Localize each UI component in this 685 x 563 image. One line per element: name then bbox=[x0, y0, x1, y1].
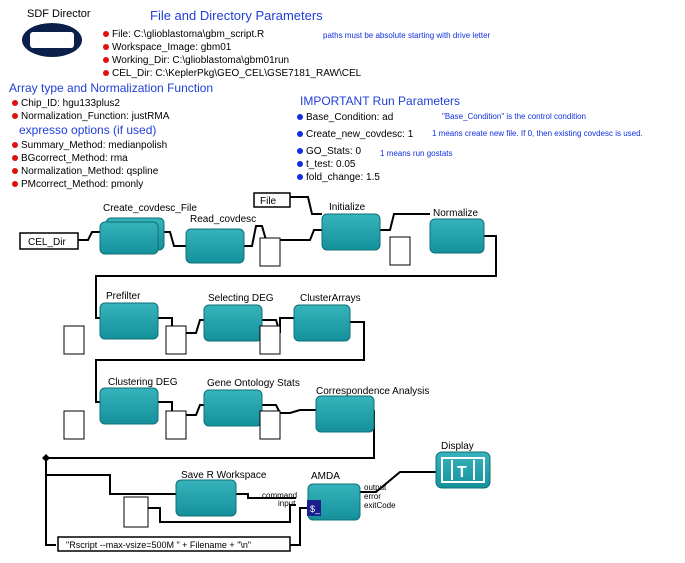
shell-icon bbox=[307, 500, 321, 516]
actor-label: Save R Workspace bbox=[181, 470, 267, 481]
port-input: input bbox=[278, 499, 296, 508]
param-port-box[interactable] bbox=[259, 410, 281, 440]
param-port-box[interactable] bbox=[259, 325, 281, 355]
param-bullet bbox=[297, 174, 303, 180]
param-pmcorrect-method[interactable]: PMcorrect_Method: pmonly bbox=[21, 179, 143, 190]
actor-normalize[interactable]: Normalize bbox=[429, 208, 485, 254]
file-params-title: File and Directory Parameters bbox=[150, 8, 323, 23]
expression-rscript[interactable]: "Rscript --max-vsize=500M " + Filename +… bbox=[57, 536, 291, 552]
actor-label: Clustering DEG bbox=[108, 377, 178, 388]
const-file[interactable]: File bbox=[253, 192, 291, 208]
param-port-box[interactable] bbox=[63, 410, 85, 440]
const-label: File bbox=[260, 196, 277, 207]
actor-read-covdesc[interactable]: Read_covdesc bbox=[185, 214, 256, 264]
actor-label: Prefilter bbox=[106, 291, 141, 302]
svg-text:$_: $_ bbox=[310, 504, 321, 514]
param-bullet bbox=[12, 113, 18, 119]
param-port-box[interactable] bbox=[165, 325, 187, 355]
actor-clustering-deg[interactable]: Clustering DEG bbox=[99, 377, 178, 425]
array-params-list: Chip_ID: hgu133plus2 Normalization_Funct… bbox=[12, 98, 170, 190]
actor-label: Selecting DEG bbox=[208, 293, 274, 304]
param-norm-function[interactable]: Normalization_Function: justRMA bbox=[21, 111, 170, 122]
actor-label: Gene Ontology Stats bbox=[207, 378, 300, 389]
param-bullet bbox=[297, 114, 303, 120]
connections bbox=[45, 196, 497, 546]
actor-label: Create_covdesc_File bbox=[103, 203, 197, 214]
note-base-condition: "Base_Condition" is the control conditio… bbox=[442, 112, 586, 121]
actor-label: Initialize bbox=[329, 202, 366, 213]
port-command: command bbox=[262, 491, 297, 500]
actor-gene-ontology[interactable]: Gene Ontology Stats bbox=[203, 378, 300, 427]
param-bgcorrect-method[interactable]: BGcorrect_Method: rma bbox=[21, 153, 128, 164]
param-file[interactable]: File: C:\glioblastoma\gbm_script.R bbox=[112, 29, 264, 40]
param-fold-change[interactable]: fold_change: 1.5 bbox=[306, 172, 380, 183]
note-covdesc: 1 means create new file. If 0, then exis… bbox=[432, 129, 643, 138]
param-bullet bbox=[12, 142, 18, 148]
actor-create-covdesc[interactable]: Create_covdesc_File bbox=[99, 203, 197, 255]
port-output: output bbox=[364, 483, 387, 492]
param-bullet bbox=[12, 100, 18, 106]
param-normalization-method[interactable]: Normalization_Method: qspline bbox=[21, 166, 159, 177]
actor-label: Read_covdesc bbox=[190, 214, 256, 225]
actor-label: Normalize bbox=[433, 208, 478, 219]
actor-label: ClusterArrays bbox=[300, 293, 361, 304]
director-label: SDF Director bbox=[27, 8, 91, 20]
note-gostats: 1 means run gostats bbox=[380, 149, 452, 158]
actor-initialize[interactable]: Initialize bbox=[321, 202, 381, 251]
param-working-dir[interactable]: Working_Dir: C:\glioblastoma\gbm01run bbox=[112, 55, 289, 66]
actor-label: Correspondence Analysis bbox=[316, 386, 429, 397]
param-port-box[interactable] bbox=[63, 325, 85, 355]
param-bullet bbox=[297, 131, 303, 137]
param-port-box[interactable] bbox=[165, 410, 187, 440]
actor-amda[interactable]: $_ AMDA command input output error exitC… bbox=[262, 471, 396, 521]
param-bullet bbox=[297, 148, 303, 154]
expression-text: "Rscript --max-vsize=500M " + Filename +… bbox=[66, 540, 251, 550]
display-icon: T bbox=[457, 464, 467, 481]
actor-prefilter[interactable]: Prefilter bbox=[99, 291, 159, 340]
port-error: error bbox=[364, 492, 381, 501]
note-paths: paths must be absolute starting with dri… bbox=[323, 31, 491, 40]
param-bullet bbox=[103, 70, 109, 76]
sdf-director[interactable]: SDF Director bbox=[22, 8, 91, 57]
param-go-stats[interactable]: GO_Stats: 0 bbox=[306, 146, 361, 157]
param-workspace-image[interactable]: Workspace_Image: gbm01 bbox=[112, 42, 232, 53]
param-port-box[interactable] bbox=[123, 496, 149, 528]
file-params-list: File: C:\glioblastoma\gbm_script.R Works… bbox=[103, 29, 362, 79]
param-bullet bbox=[103, 31, 109, 37]
param-port-box[interactable] bbox=[259, 237, 281, 267]
param-t-test[interactable]: t_test: 0.05 bbox=[306, 159, 356, 170]
actor-selecting-deg[interactable]: Selecting DEG bbox=[203, 293, 274, 342]
param-bullet bbox=[12, 181, 18, 187]
array-type-title: Array type and Normalization Function bbox=[9, 81, 213, 95]
param-bullet bbox=[297, 161, 303, 167]
actor-correspondence[interactable]: Correspondence Analysis bbox=[315, 386, 429, 433]
actor-label: Display bbox=[441, 441, 474, 452]
param-bullet bbox=[103, 44, 109, 50]
param-boxes bbox=[63, 236, 411, 528]
param-port-box[interactable] bbox=[389, 236, 411, 266]
param-summary-method[interactable]: Summary_Method: medianpolish bbox=[21, 140, 167, 151]
param-create-new-covdesc[interactable]: Create_new_covdesc: 1 bbox=[306, 129, 414, 140]
param-bullet bbox=[103, 57, 109, 63]
actor-label: AMDA bbox=[311, 471, 340, 482]
important-params-list: Base_Condition: ad Create_new_covdesc: 1… bbox=[297, 112, 414, 183]
actor-display[interactable]: T Display bbox=[435, 441, 491, 489]
expresso-title: expresso options (if used) bbox=[19, 123, 156, 137]
param-chip-id[interactable]: Chip_ID: hgu133plus2 bbox=[21, 98, 120, 109]
const-label: CEL_Dir bbox=[28, 237, 66, 248]
relation-diamond[interactable] bbox=[42, 454, 50, 462]
param-base-condition[interactable]: Base_Condition: ad bbox=[306, 112, 393, 123]
param-bullet bbox=[12, 168, 18, 174]
actor-save-workspace[interactable]: Save R Workspace bbox=[175, 470, 267, 517]
port-exit-code: exitCode bbox=[364, 501, 396, 510]
param-cel-dir[interactable]: CEL_Dir: C:\KeplerPkg\GEO_CEL\GSE7181_RA… bbox=[112, 68, 362, 79]
param-bullet bbox=[12, 155, 18, 161]
const-cel-dir[interactable]: CEL_Dir bbox=[19, 232, 79, 250]
actor-cluster-arrays[interactable]: ClusterArrays bbox=[293, 293, 361, 342]
important-title: IMPORTANT Run Parameters bbox=[300, 94, 460, 108]
